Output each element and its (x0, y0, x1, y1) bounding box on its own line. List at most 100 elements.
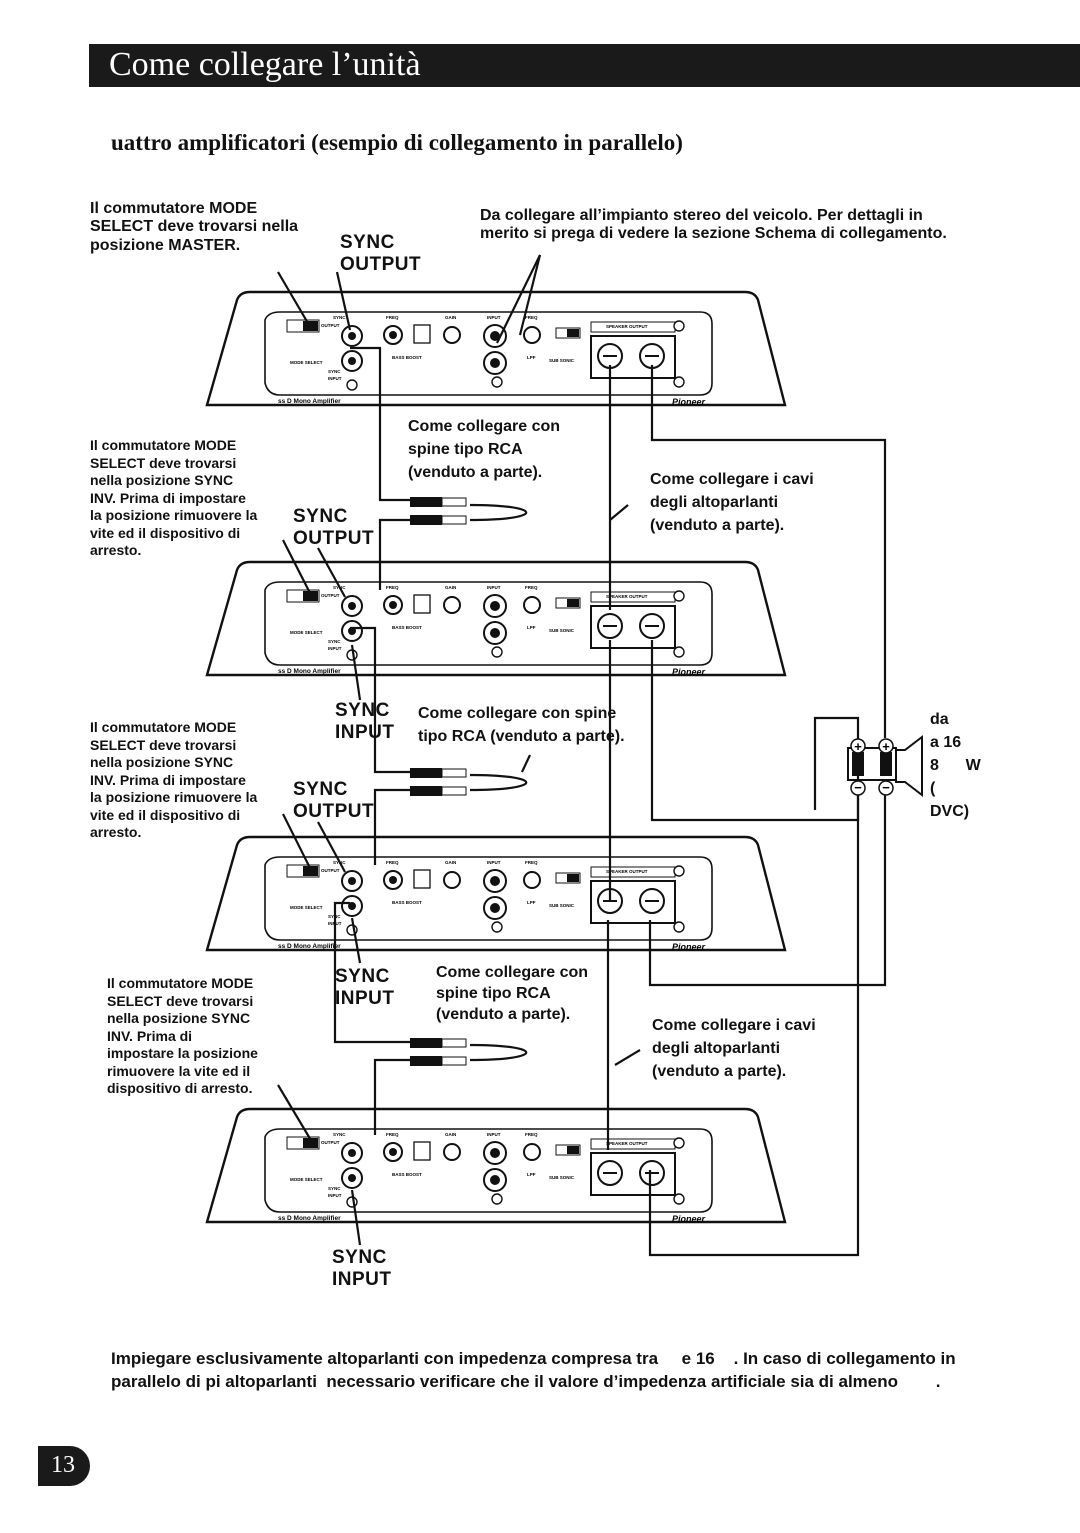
head-unit-note: Da collegare all’impianto stereo del vei… (480, 207, 947, 243)
svg-text:FREQ: FREQ (386, 1132, 399, 1137)
pointer-sync-out-3 (317, 821, 346, 873)
svg-text:INPUT: INPUT (487, 585, 501, 590)
svg-text:OUTPUT: OUTPUT (321, 593, 340, 598)
svg-text:OUTPUT: OUTPUT (321, 1140, 340, 1145)
svg-text:Pioneer: Pioneer (672, 1214, 706, 1224)
svg-text:FREQ: FREQ (386, 315, 399, 320)
svg-text:FREQ: FREQ (525, 315, 538, 320)
svg-text:SYNC: SYNC (328, 639, 341, 644)
svg-text:FREQ: FREQ (525, 860, 538, 865)
page-title: Come collegare l’unità (109, 46, 421, 83)
spk-wire-4 (648, 716, 860, 1257)
amplifier-4: SYNC OUTPUT FREQ GAIN INPUT FREQ MODE SELECT BA… (205, 1107, 787, 1224)
sync-inv-note-3: Il commutatore MODE SELECT deve trovarsi… (107, 975, 258, 1096)
head-unit-wire-l (496, 254, 541, 344)
svg-text:−: − (854, 780, 862, 795)
sync-input-label-2: SYNC INPUT (335, 700, 395, 743)
svg-text:GAIN: GAIN (445, 315, 456, 320)
svg-text:FREQ: FREQ (525, 585, 538, 590)
spk-wire-3b (648, 790, 887, 987)
section-title: uattro amplificatori (esempio di collega… (111, 130, 683, 155)
svg-text:−: − (882, 780, 890, 795)
head-unit-wire-r (518, 254, 542, 336)
amplifier-1: SYNC OUTPUT FREQ GAIN INPUT FREQ MODE SELECT BA… (205, 290, 787, 407)
svg-text:FREQ: FREQ (386, 860, 399, 865)
svg-text:Pioneer: Pioneer (672, 942, 706, 952)
footer-note: Impiegare esclusivamente altoparlanti co… (111, 1349, 956, 1391)
svg-text:FREQ: FREQ (525, 1132, 538, 1137)
pointer-mode-3 (282, 813, 313, 873)
speaker-cable-note-1: Come collegare i cavi degli altoparlanti… (650, 471, 814, 534)
title-bar: Come collegare l’unità (89, 44, 1080, 87)
pointer-mode-2 (282, 539, 313, 598)
arrow-speaker-2 (614, 1049, 641, 1066)
spk-wire-1b (650, 365, 887, 738)
page-number-tab: 13 (38, 1446, 90, 1486)
svg-text:MODE SELECT: MODE SELECT (290, 630, 323, 635)
rca-cable-2a (350, 626, 410, 774)
pointer-sync-out-2 (317, 547, 346, 598)
sync-output-label-2: SYNC OUTPUT (293, 506, 375, 549)
svg-text:MODE SELECT: MODE SELECT (290, 360, 323, 365)
svg-text:SPEAKER OUTPUT: SPEAKER OUTPUT (606, 1141, 648, 1146)
master-note: Il commutatore MODE SELECT deve trovarsi… (90, 200, 299, 254)
svg-text:INPUT: INPUT (487, 315, 501, 320)
svg-text:SPEAKER OUTPUT: SPEAKER OUTPUT (606, 869, 648, 874)
svg-text:FREQ: FREQ (386, 585, 399, 590)
svg-text:BASS BOOST: BASS BOOST (392, 355, 422, 360)
svg-text:SYNC: SYNC (328, 1186, 341, 1191)
rca-note-3: Come collegare con spine tipo RCA (vendu… (436, 964, 589, 1023)
svg-text:Pioneer: Pioneer (672, 397, 706, 407)
speaker-spec: da a 16 8 W ( DVC) (930, 711, 981, 820)
speaker-cable-note-2: Come collegare i cavi degli altoparlanti… (652, 1017, 816, 1080)
rca-cable-1b (378, 518, 410, 590)
svg-text:ss D Mono Amplifier: ss D Mono Amplifier (278, 398, 341, 405)
svg-text:+: + (854, 739, 862, 754)
pointer-sync-in-4 (350, 1189, 362, 1246)
svg-text:SPEAKER OUTPUT: SPEAKER OUTPUT (606, 594, 648, 599)
svg-text:OUTPUT: OUTPUT (321, 323, 340, 328)
wires (277, 254, 887, 1257)
sync-input-label-4: SYNC INPUT (332, 1247, 392, 1290)
pointer-sync-out-1 (335, 271, 352, 331)
svg-text:SUB SONIC: SUB SONIC (549, 1175, 575, 1180)
svg-text:GAIN: GAIN (445, 860, 456, 865)
sync-output-label-1: SYNC OUTPUT (340, 232, 422, 275)
svg-text:MODE SELECT: MODE SELECT (290, 905, 323, 910)
svg-text:ss D Mono Amplifier: ss D Mono Amplifier (278, 943, 341, 950)
rca-plugs (410, 497, 467, 1066)
svg-text:INPUT: INPUT (328, 646, 342, 651)
svg-text:BASS BOOST: BASS BOOST (392, 625, 422, 630)
rca-cable-1-loop (469, 503, 528, 522)
svg-text:SPEAKER OUTPUT: SPEAKER OUTPUT (606, 324, 648, 329)
svg-text:SYNC: SYNC (333, 1132, 346, 1137)
svg-text:BASS BOOST: BASS BOOST (392, 900, 422, 905)
pointer-mode-1 (277, 271, 313, 331)
page-number: 13 (51, 1452, 75, 1478)
sync-inv-note-1: Il commutatore MODE SELECT deve trovarsi… (90, 437, 258, 558)
svg-text:ss D Mono Amplifier: ss D Mono Amplifier (278, 1215, 341, 1222)
rca-note-2: Come collegare con spine tipo RCA (vendu… (418, 705, 625, 745)
rca-cable-3-loop (469, 1043, 528, 1062)
svg-text:LPF: LPF (527, 625, 536, 630)
svg-text:GAIN: GAIN (445, 1132, 456, 1137)
svg-text:LPF: LPF (527, 1172, 536, 1177)
svg-text:Pioneer: Pioneer (672, 667, 706, 677)
arrow-rca-2 (521, 754, 531, 773)
sync-inv-note-2: Il commutatore MODE SELECT deve trovarsi… (90, 719, 258, 840)
rca-note-1: Come collegare con spine tipo RCA (vendu… (408, 418, 561, 481)
arrow-speaker-1 (609, 504, 629, 521)
svg-text:BASS BOOST: BASS BOOST (392, 1172, 422, 1177)
rca-cable-2b (373, 788, 410, 865)
rca-cable-3a (333, 901, 410, 1044)
pointer-sync-in-3 (350, 917, 362, 964)
svg-text:INPUT: INPUT (487, 1132, 501, 1137)
svg-text:INPUT: INPUT (487, 860, 501, 865)
svg-text:SYNC: SYNC (328, 369, 341, 374)
svg-text:SUB SONIC: SUB SONIC (549, 903, 575, 908)
svg-text:GAIN: GAIN (445, 585, 456, 590)
svg-text:ss D Mono Amplifier: ss D Mono Amplifier (278, 668, 341, 675)
svg-text:MODE SELECT: MODE SELECT (290, 1177, 323, 1182)
